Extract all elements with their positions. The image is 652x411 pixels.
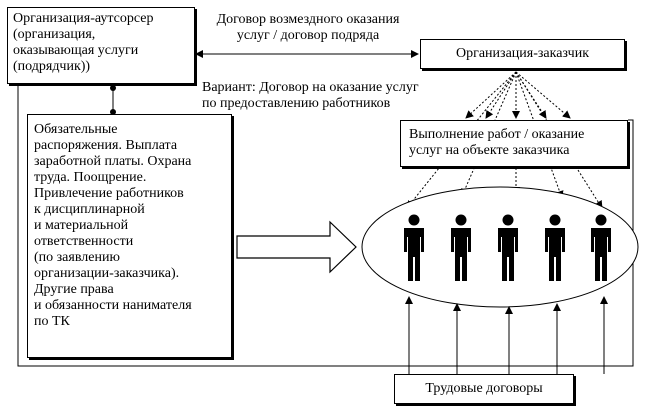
variant-connector xyxy=(110,84,116,115)
person-icon xyxy=(591,214,611,281)
obligations-box: Обязательные распоряжения. Выплата зараб… xyxy=(27,114,232,358)
person-icon xyxy=(451,214,471,281)
frame-line xyxy=(17,84,634,367)
labor-arrows xyxy=(405,296,608,374)
work-box: Выполнение работ / оказание услуг на объ… xyxy=(400,120,628,167)
outsourcer-box: Организация-аутсорсер (организация, оказ… xyxy=(7,7,195,84)
person-icon xyxy=(404,214,424,281)
hollow-arrow xyxy=(236,220,357,274)
person-icon xyxy=(545,214,565,281)
variant-label: Вариант: Договор на оказание услуг по пр… xyxy=(202,80,419,111)
person-icon xyxy=(498,214,518,281)
labor-contracts-box: Трудовые договоры xyxy=(394,374,574,404)
contract-label: Договор возмездного оказания услуг / дог… xyxy=(216,12,400,43)
workers-group xyxy=(404,214,611,281)
customer-box: Организация-заказчик xyxy=(420,39,625,69)
